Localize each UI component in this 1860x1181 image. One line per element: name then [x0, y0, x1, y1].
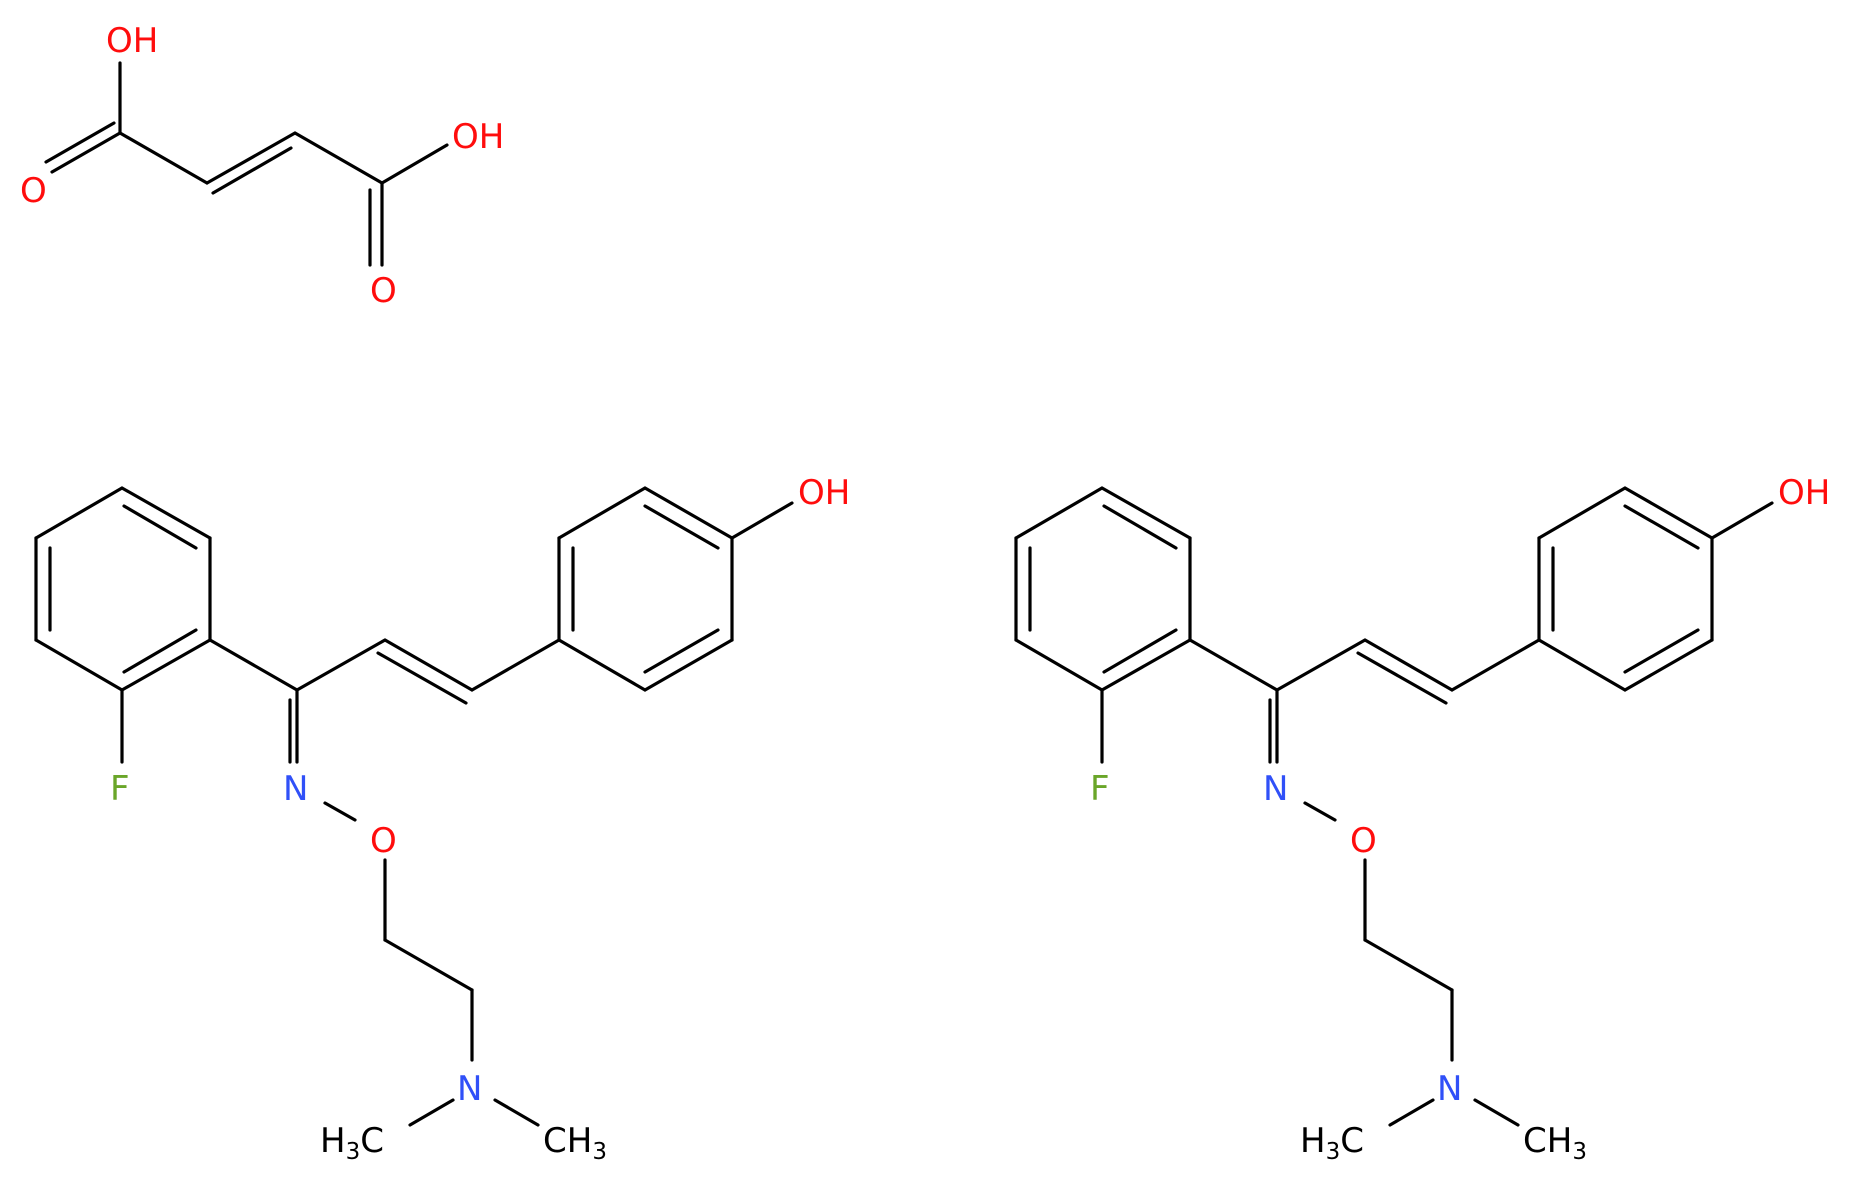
- bond: [34, 638, 124, 692]
- bond: [557, 486, 647, 540]
- imine-nitrogen-label: N: [283, 769, 308, 809]
- bond: [1100, 486, 1192, 540]
- ether-oxygen-label: O: [370, 821, 397, 861]
- bond: [1363, 638, 1454, 692]
- bond: [122, 504, 198, 550]
- methyl-left-label: H3C: [320, 1121, 384, 1165]
- bond: [383, 638, 474, 692]
- bond: [122, 628, 198, 674]
- bond: [34, 486, 124, 540]
- bond: [293, 131, 384, 185]
- bond: [205, 131, 297, 185]
- bond: [643, 628, 720, 674]
- bond: [1188, 638, 1279, 692]
- amine-nitrogen-label: N: [457, 1069, 482, 1109]
- bond: [1623, 628, 1700, 674]
- bond: [1623, 638, 1714, 692]
- bond: [383, 938, 474, 992]
- bond: [120, 638, 212, 692]
- fluorine-label: F: [1090, 769, 1110, 809]
- hydroxyl-label: OH: [106, 21, 158, 61]
- bond: [50, 131, 122, 174]
- hydroxyl-label: OH: [1778, 473, 1830, 513]
- bond: [118, 131, 209, 185]
- bond: [408, 1098, 455, 1127]
- bond: [493, 1098, 540, 1127]
- bond: [643, 638, 734, 692]
- bond: [1450, 638, 1541, 692]
- ether-oxygen-label: O: [1350, 821, 1377, 861]
- bond: [44, 121, 116, 164]
- bond: [323, 801, 357, 822]
- carbonyl-oxygen-label: O: [370, 271, 397, 311]
- hydroxyl-label: OH: [798, 473, 850, 513]
- bond: [470, 638, 561, 692]
- bond: [1473, 1098, 1520, 1127]
- fumaric-acid: OH OH O O: [20, 21, 504, 311]
- bond: [643, 504, 720, 550]
- bond: [1275, 638, 1367, 692]
- bond: [1537, 486, 1627, 540]
- bond: [295, 638, 387, 692]
- methyl-right-label: CH3: [1523, 1121, 1587, 1165]
- molecule-left: OH F N O N H3C CH3: [34, 473, 850, 1165]
- bond: [1388, 1098, 1435, 1127]
- bond: [1710, 501, 1774, 540]
- bond: [120, 486, 212, 540]
- hydroxyl-label: OH: [452, 117, 504, 157]
- bond: [1356, 651, 1448, 705]
- bond: [1014, 638, 1104, 692]
- bond: [376, 651, 468, 705]
- bond: [380, 143, 449, 185]
- bond: [1102, 628, 1178, 674]
- bond: [730, 501, 794, 540]
- carbonyl-oxygen-label: O: [20, 171, 47, 211]
- bond: [1623, 486, 1714, 540]
- fluorine-label: F: [110, 769, 130, 809]
- methyl-right-label: CH3: [543, 1121, 607, 1165]
- imine-nitrogen-label: N: [1263, 769, 1288, 809]
- molecule-right: OH F N O N H3C CH3: [1014, 473, 1830, 1165]
- amine-nitrogen-label: N: [1437, 1069, 1462, 1109]
- methyl-left-label: H3C: [1300, 1121, 1364, 1165]
- bond: [1102, 504, 1178, 550]
- bond: [643, 486, 734, 540]
- bond: [211, 146, 293, 195]
- bond: [1537, 638, 1627, 692]
- bond: [1303, 801, 1337, 822]
- bond: [1623, 504, 1700, 550]
- bond: [1363, 938, 1454, 992]
- bond: [1014, 486, 1104, 540]
- bond: [208, 638, 299, 692]
- bond: [557, 638, 647, 692]
- bond: [1100, 638, 1192, 692]
